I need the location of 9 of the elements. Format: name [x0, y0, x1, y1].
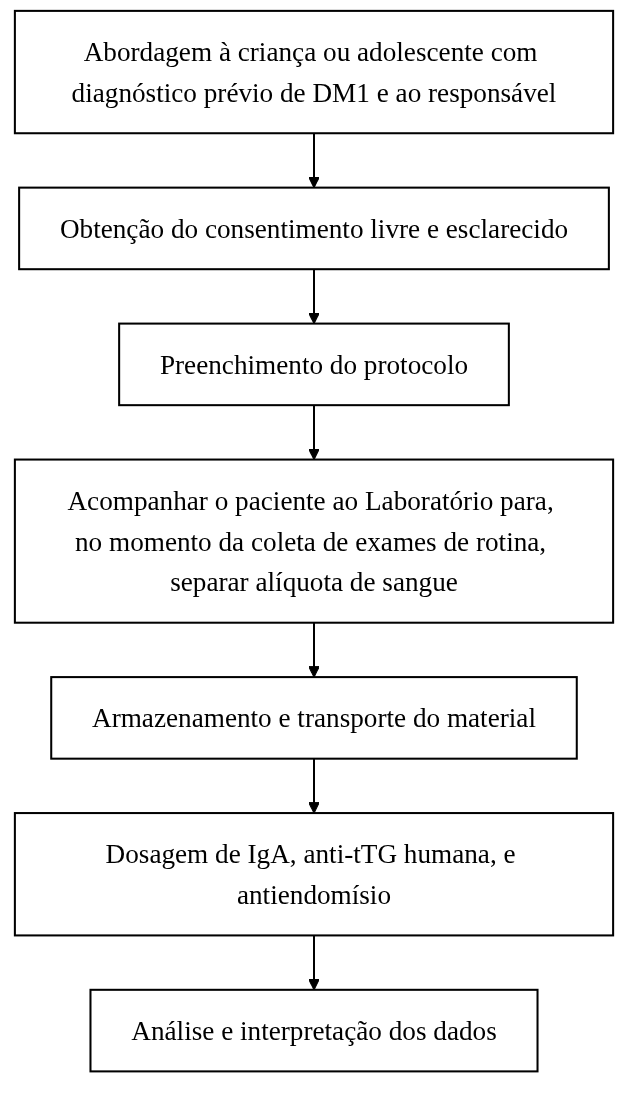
- node-box: Preenchimento do protocolo: [118, 322, 510, 407]
- node-box: Dosagem de IgA, anti-tTG humana, e antiendomísio: [13, 812, 615, 937]
- node-box: Abordagem à criança ou adolescente com diagnóstico prévio de DM1 e ao responsável: [13, 9, 615, 135]
- node-box: Análise e interpretação dos dados: [89, 988, 539, 1073]
- node-box: Armazenamento e transporte do material: [50, 676, 578, 760]
- arrow: [308, 622, 320, 678]
- node-box: Acompanhar o paciente ao Laboratório para, no momento da coleta de exames de rotina, separar alíquota de sangue: [13, 458, 615, 624]
- node-box: Obtenção do consentimento livre e esclarecido: [18, 186, 610, 271]
- arrow: [308, 758, 320, 814]
